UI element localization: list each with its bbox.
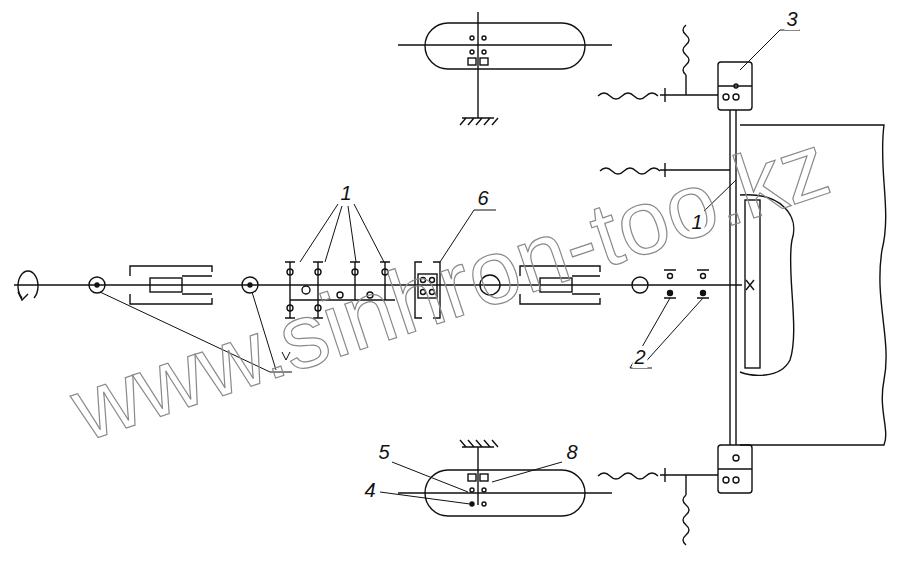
bearing-housing	[718, 62, 752, 110]
joint-dot	[95, 283, 99, 287]
callout-number: 8	[564, 441, 579, 463]
telescopic-coupling	[130, 266, 212, 304]
joint-symbol	[242, 277, 258, 293]
callout-number: 6	[475, 187, 490, 209]
shaft-bearings	[664, 270, 709, 298]
callout-number: 4	[362, 479, 377, 501]
gear-mark	[746, 280, 754, 290]
auxiliary-drive	[398, 12, 612, 125]
elastic-support	[598, 25, 730, 545]
callout-number: 5	[376, 441, 391, 463]
callout-number: 2	[632, 346, 647, 368]
auxiliary-drive	[398, 440, 612, 516]
callout-number: 1	[689, 211, 704, 233]
joint-symbol	[632, 277, 648, 293]
joint-dot	[248, 283, 252, 287]
joint-symbol	[89, 277, 105, 293]
watermark: www.sinhron-too.kz	[61, 118, 839, 455]
callout-number: 1	[338, 182, 353, 204]
rotation-arrow-head	[18, 292, 28, 300]
bearing-housing	[718, 445, 752, 493]
rotation-arrow	[18, 271, 38, 298]
callout-number: 3	[784, 8, 799, 30]
